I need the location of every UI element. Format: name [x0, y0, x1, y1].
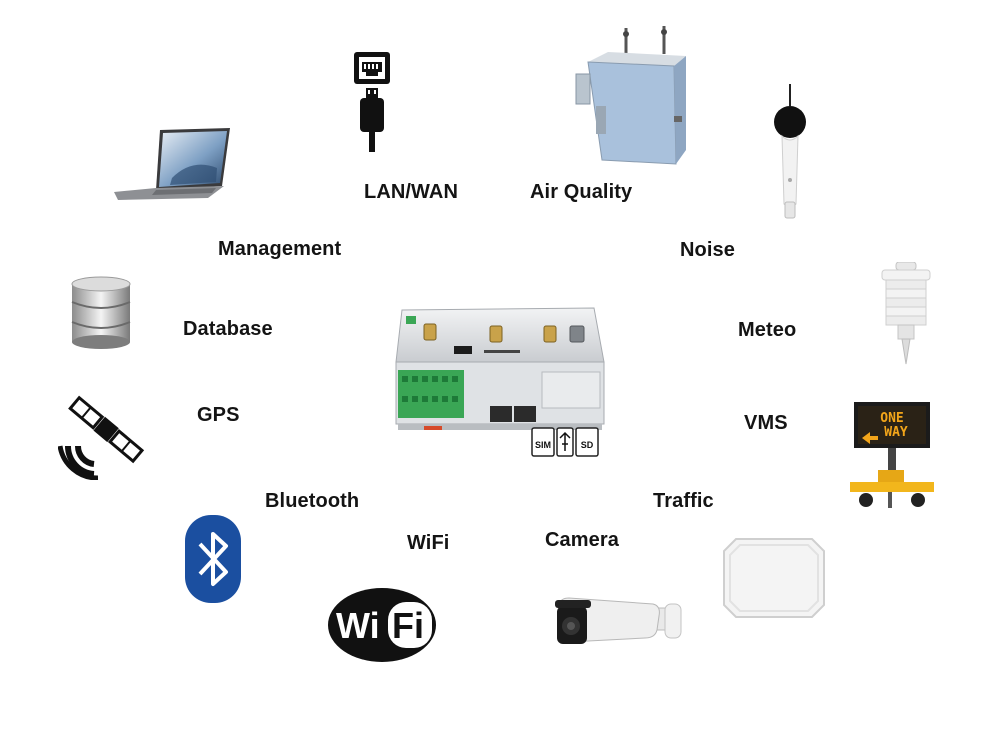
label-camera: Camera [545, 529, 619, 551]
label-noise: Noise [680, 239, 735, 261]
air-quality-station-icon [574, 26, 694, 168]
label-wifi: WiFi [407, 532, 450, 554]
label-database: Database [183, 318, 273, 340]
wifi-logo-fi: Fi [392, 605, 424, 646]
wifi-logo-icon: Wi Fi [326, 586, 438, 664]
traffic-radar-icon [722, 537, 826, 619]
bluetooth-icon [184, 514, 242, 604]
gps-satellite-icon [58, 384, 154, 480]
sim-slot-label: SIM [535, 440, 551, 450]
label-traffic: Traffic [653, 490, 714, 512]
label-air-quality: Air Quality [530, 181, 633, 203]
vms-sign-line2: WAY [884, 425, 908, 440]
label-gps: GPS [197, 404, 240, 426]
camera-icon [553, 594, 683, 654]
vms-sign-line1: ONE [880, 411, 903, 426]
label-vms: VMS [744, 412, 788, 434]
label-bluetooth: Bluetooth [265, 490, 360, 512]
label-management: Management [218, 238, 342, 260]
gateway-device-icon: SIM SD [394, 300, 606, 460]
label-meteo: Meteo [738, 319, 797, 341]
database-icon [70, 276, 132, 350]
wifi-logo-wi: Wi [336, 605, 380, 646]
ethernet-icon [352, 50, 392, 154]
label-lan-wan: LAN/WAN [364, 181, 459, 203]
noise-microphone-icon [770, 84, 810, 222]
sd-slot-label: SD [581, 440, 594, 450]
meteo-station-icon [876, 262, 936, 366]
laptop-icon [112, 128, 236, 202]
vms-sign-trailer-icon: ONE WAY [848, 400, 936, 512]
